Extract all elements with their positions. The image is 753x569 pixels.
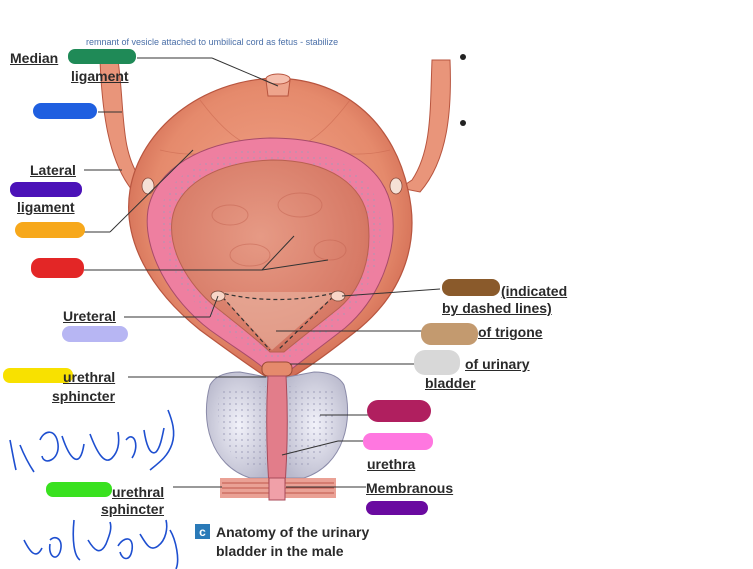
caption-line-1: Anatomy of the urinary: [216, 524, 370, 540]
trigone-label: of trigone: [478, 324, 543, 340]
bullet-dot: [460, 54, 466, 60]
brown-marker-scribble: [442, 279, 500, 296]
handwriting-ink: [9, 409, 179, 569]
dashed-lines-label: by dashed lines): [442, 300, 552, 316]
gray-marker-scribble: [414, 350, 460, 375]
external-sphincter-label: sphincter: [101, 501, 165, 517]
green-marker-scribble: [68, 49, 136, 64]
caption-badge-box: [195, 524, 210, 539]
lavender-marker-scribble: [62, 326, 128, 342]
membranous-label: Membranous: [366, 480, 454, 496]
pink-marker-scribble: [363, 433, 433, 450]
purple-marker-scribble: [10, 182, 82, 197]
violet-marker-scribble: [366, 501, 428, 515]
internal-urethral-label: urethral: [63, 369, 116, 385]
ureteral-label: Ureteral: [63, 308, 116, 324]
marker-redactions: [3, 49, 500, 515]
lime-marker-scribble: [46, 482, 112, 497]
urethra-label: urethra: [367, 456, 416, 472]
median-label: Median: [10, 50, 59, 66]
indicated-label: (indicated: [501, 283, 568, 299]
external-urethral-label: urethral: [112, 484, 165, 500]
top-note: remnant of vesicle attached to umbilical…: [86, 37, 339, 47]
bladder-label: bladder: [425, 375, 476, 391]
blue-marker-scribble: [33, 103, 97, 119]
tan-marker-scribble: [421, 323, 478, 345]
lateral-ligament-label: ligament: [17, 199, 75, 215]
of-urinary-label: of urinary: [465, 356, 530, 372]
magenta-marker-scribble: [367, 400, 431, 422]
yellow-marker-scribble: [3, 368, 73, 383]
bullet-dot: [460, 120, 466, 126]
orange-marker-scribble: [15, 222, 85, 238]
caption-line-2: bladder in the male: [216, 543, 344, 559]
caption-badge: c: [199, 525, 206, 539]
red-marker-scribble: [31, 258, 84, 278]
median-ligament-label: ligament: [71, 68, 129, 84]
lateral-label: Lateral: [30, 162, 76, 178]
internal-sphincter-label: sphincter: [52, 388, 116, 404]
